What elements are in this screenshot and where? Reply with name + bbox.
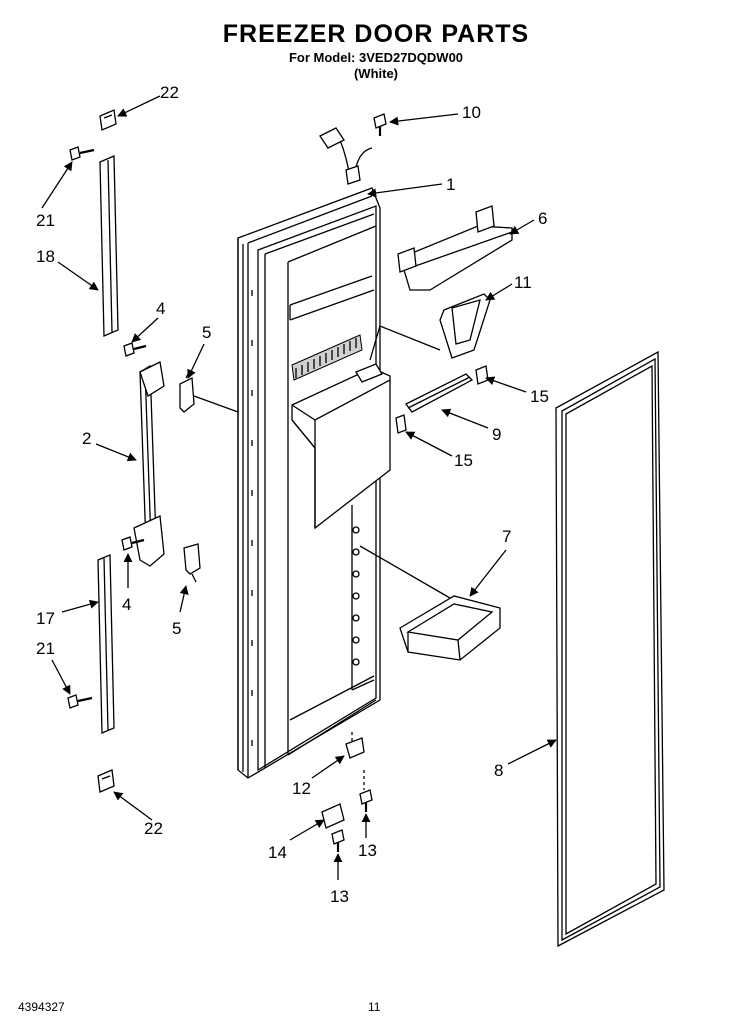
callout-13-upper: 13	[358, 841, 377, 860]
callout-5-upper: 5	[202, 323, 211, 342]
callout-8: 8	[494, 761, 503, 780]
handle-part-2	[133, 361, 165, 567]
callout-22-lower: 22	[144, 819, 163, 838]
callout-13-lower: 13	[330, 887, 349, 906]
screw-part-4-upper	[123, 342, 147, 357]
clip-part-22-upper	[99, 109, 117, 131]
color-line: (White)	[353, 66, 399, 81]
callout-11: 11	[514, 273, 532, 292]
clip-part-22-lower	[97, 769, 115, 793]
callout-21-lower: 21	[36, 639, 55, 658]
door-bin-part-7	[399, 595, 501, 661]
page-number: 11	[368, 1000, 381, 1014]
cap-part-5-lower	[183, 543, 201, 583]
clip-part-15-right	[475, 365, 489, 385]
callout-15-left: 15	[454, 451, 473, 470]
callout-21-upper: 21	[36, 211, 55, 230]
callout-17: 17	[36, 609, 55, 628]
freezer-door-panel	[237, 127, 391, 779]
cap-part-5-upper	[179, 369, 195, 413]
hinge-pin-part-12	[345, 737, 365, 759]
callout-6: 6	[538, 209, 547, 228]
callout-2: 2	[82, 429, 91, 448]
callout-labels: 1 10 6 11 15 9 15 7 8 22 21 18 4 5 2 4 5…	[36, 83, 549, 906]
callout-1: 1	[446, 175, 455, 194]
callout-14: 14	[268, 843, 287, 862]
screw-part-21-upper	[69, 146, 95, 161]
handle-trim-part-18	[99, 155, 119, 337]
callout-4-upper: 4	[156, 299, 165, 318]
screw-part-10	[373, 113, 387, 136]
diagram-title: FREEZER DOOR PARTS	[222, 20, 530, 48]
door-gasket-part-8	[555, 350, 665, 948]
clip-part-15-left	[395, 414, 407, 434]
hinge-bracket-part-14	[321, 803, 345, 829]
screw-part-13-upper	[359, 789, 373, 812]
callout-10: 10	[462, 103, 481, 122]
callout-12: 12	[292, 779, 311, 798]
rail-part-9	[405, 373, 474, 413]
model-line: For Model: 3VED27DQDW00	[288, 50, 464, 65]
door-shelf-part-6	[397, 205, 513, 291]
callout-22-upper: 22	[160, 83, 179, 102]
handle-trim-part-17	[97, 554, 115, 734]
callout-18: 18	[36, 247, 55, 266]
screw-part-13-lower	[331, 829, 345, 852]
callout-7: 7	[502, 527, 511, 546]
callout-9: 9	[492, 425, 501, 444]
callout-15-right: 15	[530, 387, 549, 406]
screw-part-21-lower	[67, 694, 93, 709]
screw-part-4-lower	[121, 536, 145, 551]
callout-4-lower: 4	[122, 595, 131, 614]
document-number: 4394327	[18, 1000, 65, 1014]
callout-5-lower: 5	[172, 619, 181, 638]
leader-lines	[41, 95, 557, 880]
ice-chute-part-11	[439, 293, 491, 359]
